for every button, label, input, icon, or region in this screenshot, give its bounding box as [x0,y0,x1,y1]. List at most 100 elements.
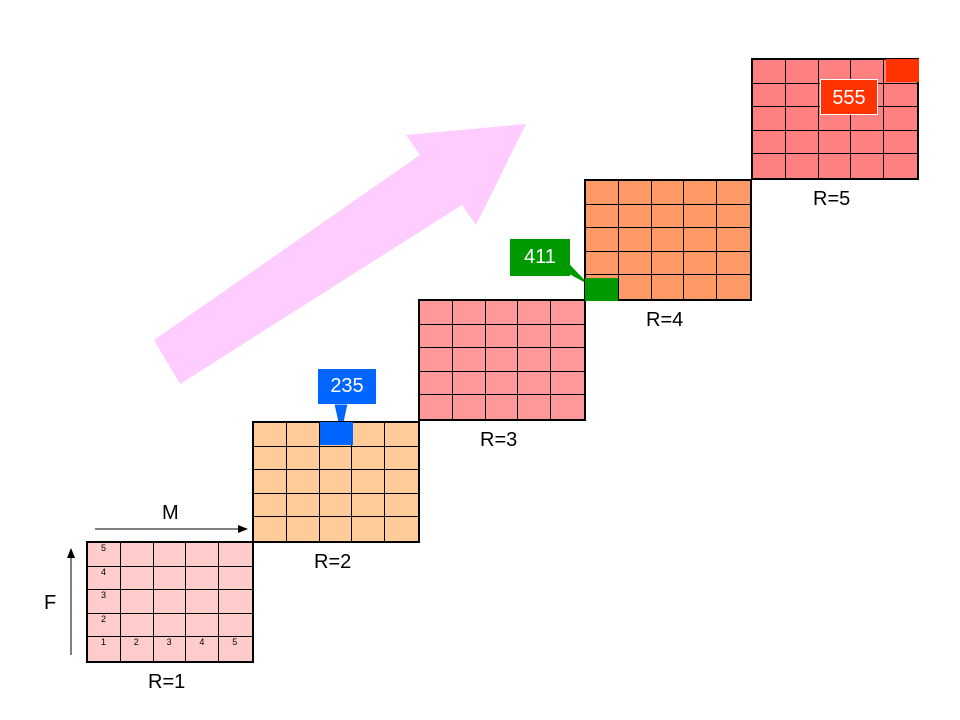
grid-cell [586,228,619,252]
grid-cell [120,543,154,567]
cube-label: R=3 [480,429,518,451]
grid-cell [753,130,786,155]
m-tick-label: 2 [121,637,154,661]
grid-cell [485,301,519,325]
grid-cell [486,395,519,419]
grid-cell [619,275,652,299]
grid-cell [153,566,187,591]
grid-cell [287,517,320,541]
grid-cell [452,371,486,396]
callout-pointer-235 [333,403,349,437]
grid-cell [254,493,287,518]
grid-cell [352,470,386,494]
grid-cell [551,372,584,396]
highlight-cell-411 [585,277,618,301]
callout-411: 411 [510,239,570,276]
grid-cell [120,613,154,638]
f-tick-label: 5 [88,543,121,567]
grid-cell [851,154,885,178]
grid-cell [186,613,220,638]
cube-label: R=4 [646,309,684,331]
grid-cell [684,181,718,205]
grid-cell [717,205,750,229]
grid-cell [254,423,287,447]
grid-cell [485,324,519,349]
grid-cell [219,543,252,567]
grid-cell [753,83,786,108]
m-tick-label: 4 [186,637,220,661]
grid-cell [651,204,685,229]
grid-cell [684,204,718,229]
grid-cell [420,348,453,372]
grid-cell [652,275,685,299]
grid-cell [352,517,386,541]
grid-cell [586,204,619,229]
grid-cell [851,107,885,131]
grid-cell [186,590,220,614]
f-axis-label: F [44,592,57,614]
grid-cell [684,228,718,252]
grid-cell [385,517,418,541]
grid-cell [518,301,552,325]
grid-cell [219,590,252,614]
grid-cell [785,60,819,84]
grid-cell [586,275,619,299]
grid-cell [586,251,619,276]
grid-cell [684,251,718,276]
grid-cell [818,107,852,131]
grid-cell [717,181,750,205]
grid-cell [219,567,252,591]
trend-arrow [154,124,526,384]
grid-cell [551,301,584,325]
grid-cell [753,154,786,178]
grid-cell [518,324,552,349]
cube-label: R=2 [314,551,352,573]
callout-555: 555 [820,79,878,115]
grid-cell [819,154,852,178]
grid-cell [551,325,584,349]
grid-cell [651,181,685,205]
grid-cell [120,566,154,591]
grid-cell [286,446,320,471]
grid-cell [286,493,320,518]
highlight-cell-555 [886,59,919,83]
grid-cell [884,107,917,131]
grid-cell [818,130,852,155]
grid-cell [286,470,320,494]
cube-label: R=1 [148,671,186,693]
grid-cell [452,324,486,349]
m-tick-label: 3 [154,637,187,661]
grid-cell [452,301,486,325]
grid-cell [485,348,519,372]
grid-cell [286,423,320,447]
grid-cell [785,130,819,155]
grid-cell [618,228,652,252]
grid-cell [618,204,652,229]
grid-cell [254,517,287,541]
grid-cell [453,395,486,419]
grid-cell [385,423,418,447]
grid-cell [420,301,453,325]
grid-cell [420,371,453,396]
grid-cell [320,517,353,541]
grid-cell [618,181,652,205]
grid-cell [518,395,552,419]
grid-cell [586,181,619,205]
f-tick-label: 3 [88,590,121,614]
grid-cell [186,543,220,567]
grid-cell [618,251,652,276]
grid-cell [551,395,584,419]
grid-cell [254,446,287,471]
callout-235: 235 [318,369,376,404]
grid-cell [884,60,917,84]
f-tick-label: 2 [88,613,121,638]
grid-cell [120,590,154,614]
grid-cell [717,252,750,276]
grid-cell [352,423,386,447]
highlight-cell-235 [320,422,353,446]
grid-cell [319,493,353,518]
f-tick-label: 4 [88,566,121,591]
grid-cell [753,60,786,84]
